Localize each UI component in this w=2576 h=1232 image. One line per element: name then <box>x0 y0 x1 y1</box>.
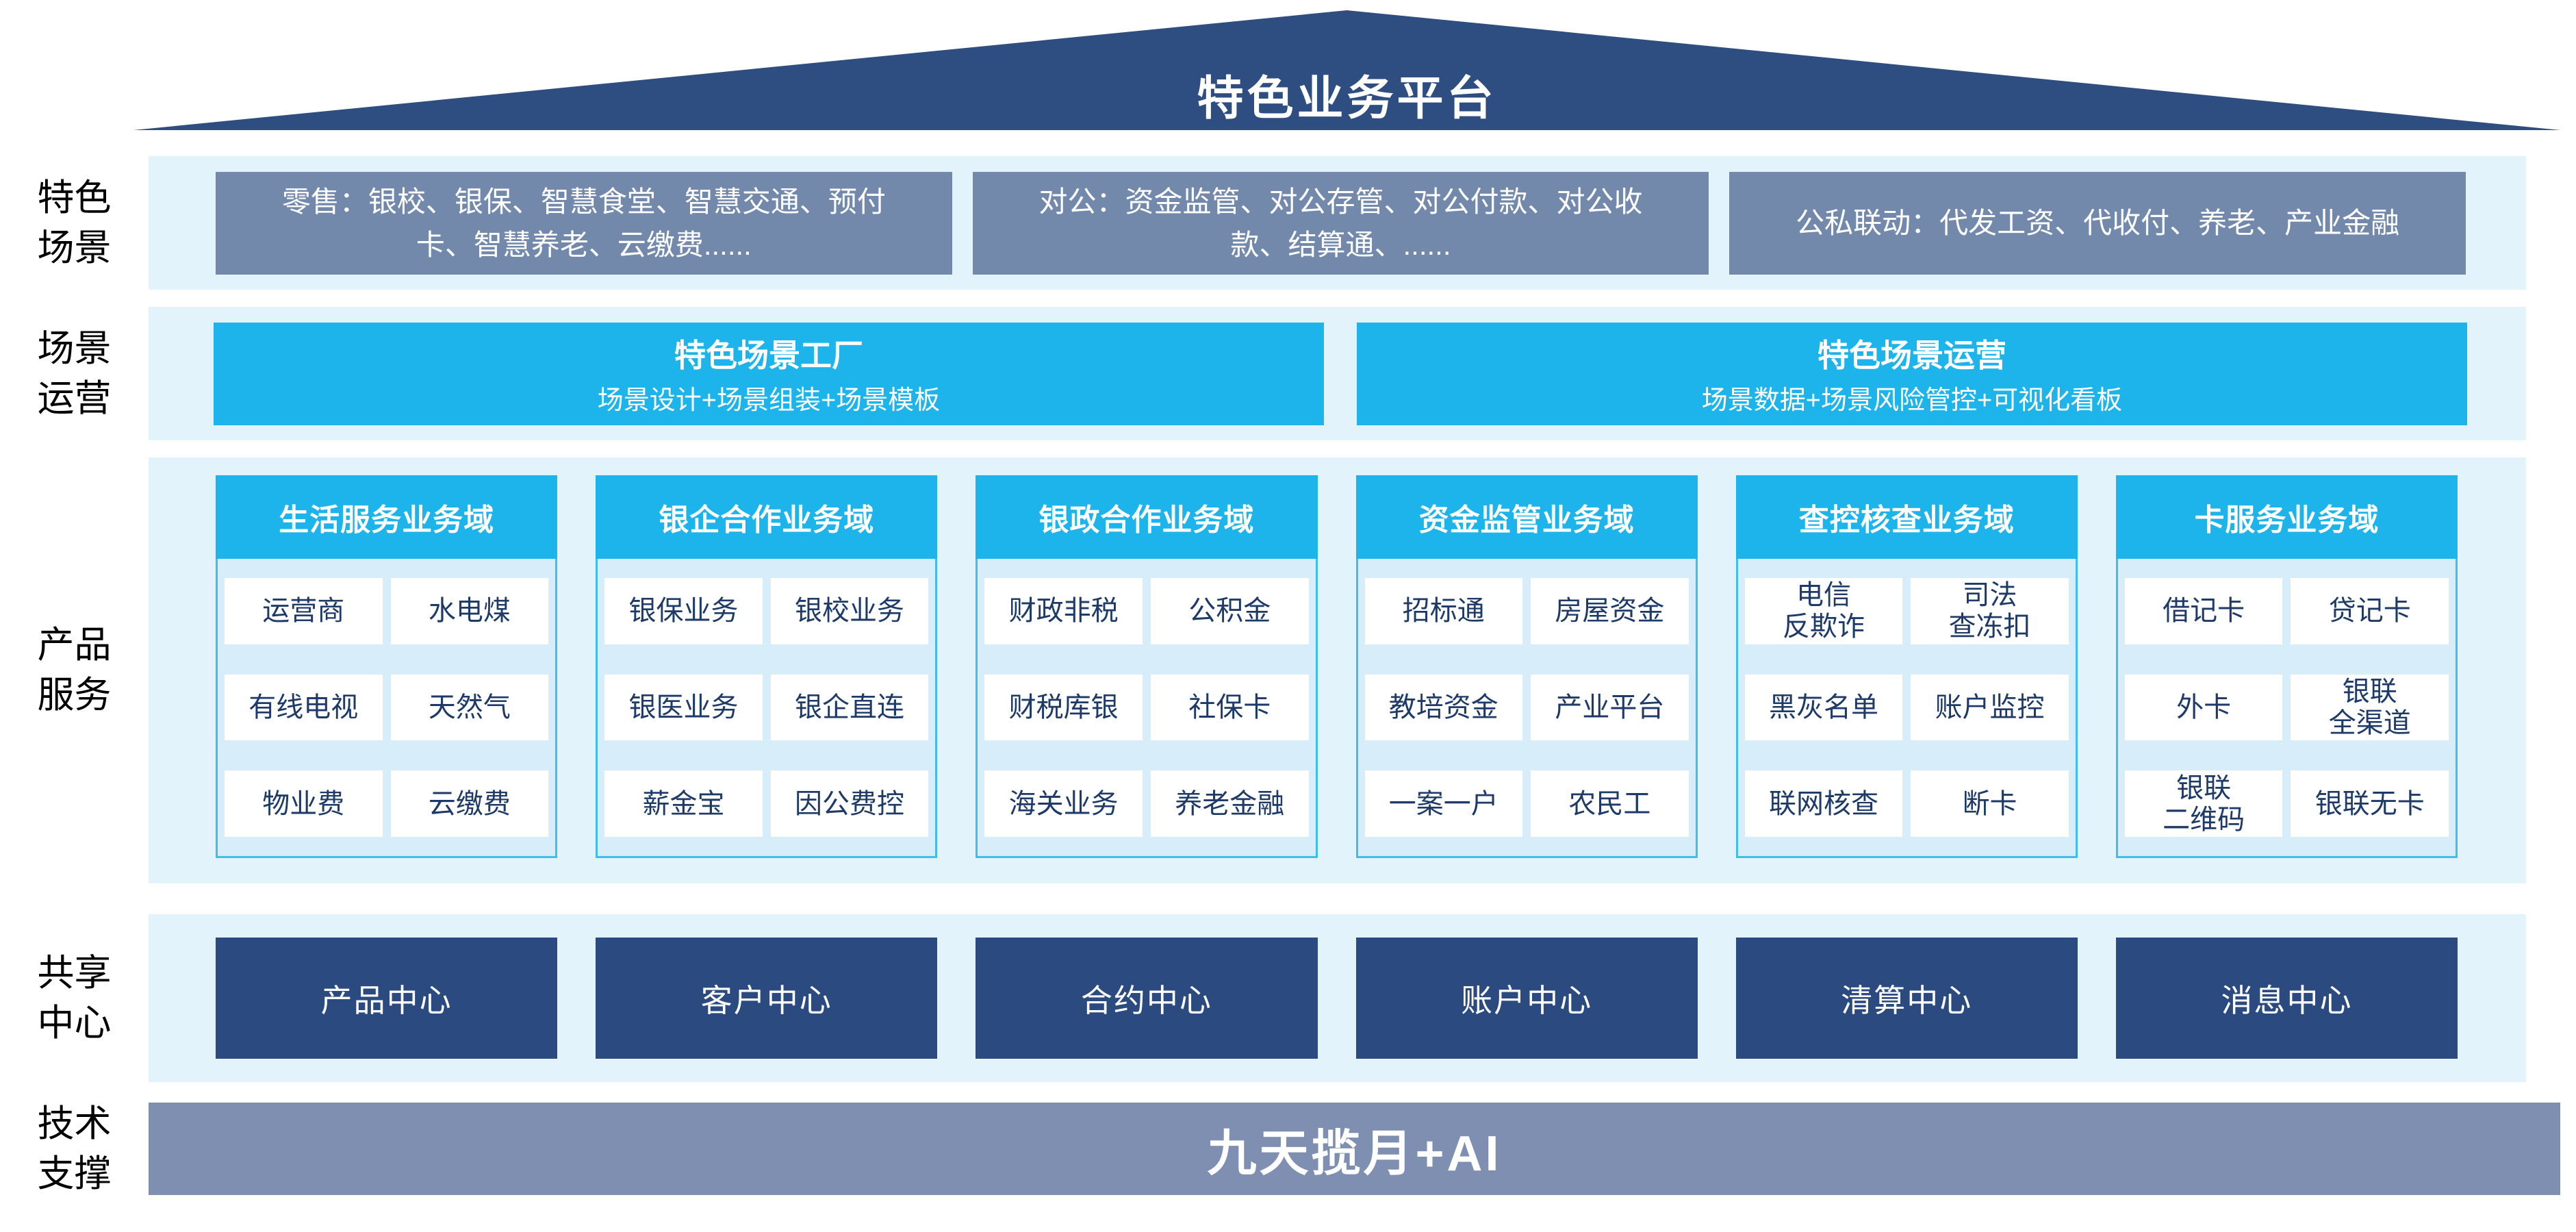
center-box-contract: 合约中心 <box>975 938 1318 1059</box>
domain-cell: 产业平台 <box>1531 674 1689 741</box>
rail-label-products: 产品 服务 <box>37 625 112 716</box>
domain-cell: 贷记卡 <box>2291 578 2449 644</box>
products-band: 生活服务业务域 运营商 水电煤 有线电视 天然气 物业费 云缴费 银企合作业务域… <box>149 457 2526 883</box>
op-box-title: 特色场景运营 <box>1818 337 2006 373</box>
domain-cell: 公积金 <box>1150 578 1309 644</box>
domain-body: 运营商 水电煤 有线电视 天然气 物业费 云缴费 <box>216 559 558 858</box>
domain-col-inquiry-control: 查控核查业务域 电信 反欺诈 司法 查冻扣 黑灰名单 账户监控 联网核查 断卡 <box>1735 475 2078 858</box>
domain-body: 借记卡 贷记卡 外卡 银联 全渠道 银联 二维码 银联无卡 <box>2115 559 2458 858</box>
domain-cell: 银医业务 <box>604 674 763 741</box>
domain-cell: 海关业务 <box>984 770 1143 837</box>
domain-col-bank-government: 银政合作业务域 财政非税 公积金 财税库银 社保卡 海关业务 养老金融 <box>975 475 1318 858</box>
domain-cell: 借记卡 <box>2124 578 2283 644</box>
domain-cell: 物业费 <box>225 770 383 837</box>
domain-cell: 养老金融 <box>1150 770 1309 837</box>
domain-cell: 房屋资金 <box>1531 578 1689 644</box>
domain-header: 银政合作业务域 <box>975 475 1318 559</box>
center-box-account: 账户中心 <box>1355 938 1698 1059</box>
center-box-product: 产品中心 <box>216 938 558 1059</box>
op-box-title: 特色场景工厂 <box>674 337 863 373</box>
domain-header: 卡服务业务域 <box>2115 475 2458 559</box>
domain-cell: 银校业务 <box>770 578 929 644</box>
domain-cell: 银联无卡 <box>2291 770 2449 837</box>
domain-col-fund-supervision: 资金监管业务域 招标通 房屋资金 教培资金 产业平台 一案一户 农民工 <box>1355 475 1698 858</box>
operations-band: 特色场景工厂 场景设计+场景组装+场景模板 特色场景运营 场景数据+场景风险管控… <box>149 307 2526 440</box>
shared-centers-band: 产品中心 客户中心 合约中心 账户中心 清算中心 消息中心 <box>149 914 2526 1082</box>
domain-cell: 财税库银 <box>984 674 1143 741</box>
center-box-message: 消息中心 <box>2115 938 2458 1059</box>
domain-cell: 因公费控 <box>770 770 929 837</box>
domain-cell: 银保业务 <box>604 578 763 644</box>
domain-header: 资金监管业务域 <box>1355 475 1698 559</box>
rail-label-shared: 共享 中心 <box>37 952 112 1044</box>
scenes-band: 零售：银校、银保、智慧食堂、智慧交通、预付卡、智慧养老、云缴费...... 对公… <box>149 156 2526 290</box>
domain-body: 电信 反欺诈 司法 查冻扣 黑灰名单 账户监控 联网核查 断卡 <box>1735 559 2078 858</box>
rail-label-scenes: 特色 场景 <box>37 177 112 268</box>
domain-cell: 银联 全渠道 <box>2291 674 2449 741</box>
center-box-clearing: 清算中心 <box>1735 938 2078 1059</box>
domain-cell: 薪金宝 <box>604 770 763 837</box>
domain-cell: 电信 反欺诈 <box>1744 578 1903 644</box>
domain-cell: 云缴费 <box>390 770 549 837</box>
op-box-subtitle: 场景设计+场景组装+场景模板 <box>597 386 941 416</box>
op-box-scene-factory: 特色场景工厂 场景设计+场景组装+场景模板 <box>214 322 1324 425</box>
domain-cell: 账户监控 <box>1911 674 2069 741</box>
domain-col-life-services: 生活服务业务域 运营商 水电煤 有线电视 天然气 物业费 云缴费 <box>216 475 558 858</box>
domain-col-card-services: 卡服务业务域 借记卡 贷记卡 外卡 银联 全渠道 银联 二维码 银联无卡 <box>2115 475 2458 858</box>
domain-cell: 运营商 <box>225 578 383 644</box>
scene-box-retail: 零售：银校、银保、智慧食堂、智慧交通、预付卡、智慧养老、云缴费...... <box>216 171 952 275</box>
domain-cell: 农民工 <box>1531 770 1689 837</box>
domain-cell: 社保卡 <box>1150 674 1309 741</box>
domain-cell: 银企直连 <box>770 674 929 741</box>
domain-cell: 司法 查冻扣 <box>1911 578 2069 644</box>
domain-header: 生活服务业务域 <box>216 475 558 559</box>
tech-support-banner: 九天揽月+AI <box>149 1103 2560 1195</box>
domain-cell: 有线电视 <box>225 674 383 741</box>
domain-header: 查控核查业务域 <box>1735 475 2078 559</box>
center-box-customer: 客户中心 <box>596 938 938 1059</box>
domain-cell: 财政非税 <box>984 578 1143 644</box>
domain-body: 财政非税 公积金 财税库银 社保卡 海关业务 养老金融 <box>975 559 1318 858</box>
domain-cell: 外卡 <box>2124 674 2283 741</box>
domain-cell: 断卡 <box>1911 770 2069 837</box>
domain-col-bank-enterprise: 银企合作业务域 银保业务 银校业务 银医业务 银企直连 薪金宝 因公费控 <box>596 475 938 858</box>
domain-cell: 银联 二维码 <box>2124 770 2283 837</box>
scene-box-public-private: 公私联动：代发工资、代收付、养老、产业金融 <box>1729 171 2466 275</box>
domain-body: 招标通 房屋资金 教培资金 产业平台 一案一户 农民工 <box>1355 559 1698 858</box>
domain-cell: 招标通 <box>1364 578 1523 644</box>
rail-label-operations: 场景 运营 <box>37 327 112 419</box>
platform-title: 特色业务平台 <box>1197 73 1497 125</box>
domain-cell: 一案一户 <box>1364 770 1523 837</box>
domain-cell: 黑灰名单 <box>1744 674 1903 741</box>
op-box-scene-operation: 特色场景运营 场景数据+场景风险管控+可视化看板 <box>1357 322 2467 425</box>
domain-cell: 联网核查 <box>1744 770 1903 837</box>
domain-cell: 水电煤 <box>390 578 549 644</box>
domain-header: 银企合作业务域 <box>596 475 938 559</box>
domain-body: 银保业务 银校业务 银医业务 银企直连 薪金宝 因公费控 <box>596 559 938 858</box>
rail-label-tech: 技术 支撑 <box>37 1103 112 1194</box>
op-box-subtitle: 场景数据+场景风险管控+可视化看板 <box>1701 386 2123 416</box>
scene-box-corporate: 对公：资金监管、对公存管、对公付款、对公收款、结算通、...... <box>972 171 1709 275</box>
domain-cell: 教培资金 <box>1364 674 1523 741</box>
domain-cell: 天然气 <box>390 674 549 741</box>
